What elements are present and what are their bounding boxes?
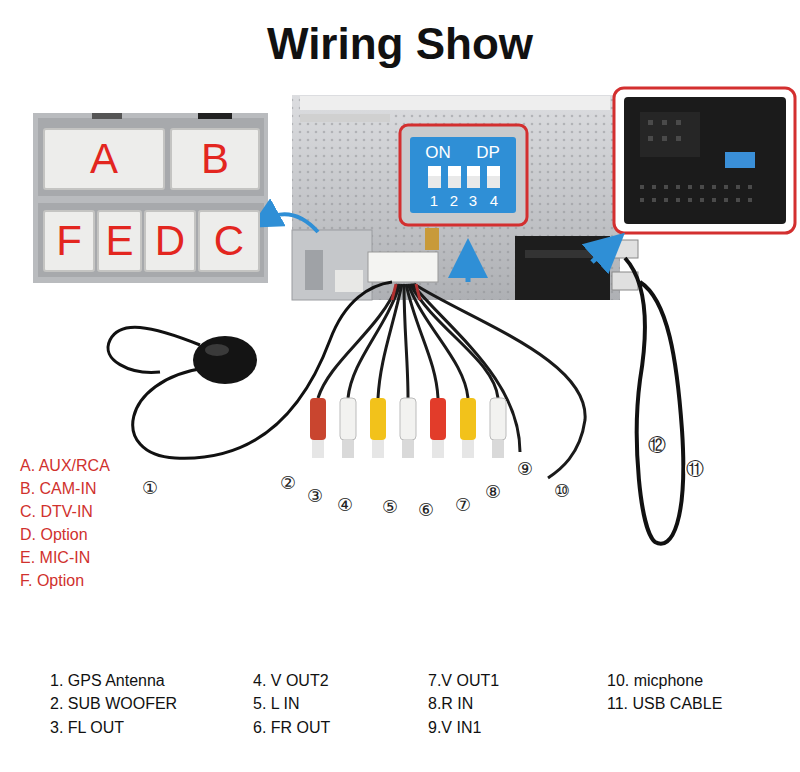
sticker-strip: [300, 96, 610, 110]
usb-cable: [625, 258, 683, 544]
pointer-arrow: [592, 246, 610, 262]
connector-letter: A: [90, 138, 118, 180]
usb-port: [612, 240, 638, 258]
gps-highlight: [205, 344, 229, 356]
dip-toggle: [428, 166, 441, 188]
legend-item: 4. V OUT2: [253, 671, 329, 690]
connector-letter: D: [155, 220, 185, 262]
key-item: C. DTV-IN: [20, 502, 93, 521]
connector-block: B: [170, 128, 260, 190]
sticker: [300, 114, 390, 122]
harness-plug: [368, 252, 438, 282]
pointer-arrow: [264, 214, 318, 232]
legend-item: 8.R IN: [428, 694, 473, 713]
switch-number: 2: [450, 192, 458, 210]
switch-number: 4: [490, 192, 498, 210]
legend-item: 7.V OUT1: [428, 671, 499, 690]
switch-text: ON: [425, 143, 451, 163]
connector-block: F: [43, 210, 95, 272]
latch: [92, 113, 122, 119]
dip-toggle: [467, 166, 480, 188]
legend-item: 6. FR OUT: [253, 718, 330, 737]
connector-block: E: [97, 210, 142, 272]
callout-number: ③: [306, 485, 324, 507]
switch-text: DP: [476, 143, 500, 163]
legend-item: 11. USB CABLE: [607, 694, 722, 713]
connector-letter: C: [214, 220, 244, 262]
dip-toggle: [448, 166, 461, 188]
connector-block: D: [144, 210, 196, 272]
connector-letter: E: [105, 220, 133, 262]
key-item: B. CAM-IN: [20, 479, 96, 498]
key-item: D. Option: [20, 525, 88, 544]
main-plug: [515, 236, 610, 300]
callout-number: ⑫: [647, 434, 667, 456]
callout-number: ⑦: [454, 494, 472, 516]
legend-item: 1. GPS Antenna: [50, 671, 165, 690]
antenna-jack: [425, 228, 439, 250]
connector-letter: B: [201, 138, 229, 180]
power-wire: [392, 284, 420, 300]
rca-plugs: [310, 398, 506, 458]
pointer-arrow: [466, 258, 471, 282]
legend-item: 5. L IN: [253, 694, 300, 713]
callout-number: ⑨: [516, 458, 534, 480]
callout-number: ⑥: [417, 499, 435, 521]
connector-row: [38, 203, 264, 277]
key-item: E. MIC-IN: [20, 548, 90, 567]
bracket-slot: [305, 250, 323, 290]
title: Wiring Show: [267, 20, 533, 68]
pin-field: [640, 112, 700, 157]
gps-antenna: [193, 336, 257, 384]
blue-clip: [725, 152, 755, 168]
main-plug-ridge: [525, 250, 600, 258]
callout-number: ⑩: [553, 480, 571, 502]
chassis-vents: [292, 95, 620, 300]
bracket: [292, 230, 372, 300]
inset-panel: [33, 113, 268, 283]
gps-cable: [133, 282, 392, 458]
callout-number: ⑪: [685, 458, 705, 480]
dip-highlight: [400, 125, 527, 225]
callout-number: ⑤: [381, 496, 399, 518]
switch-number: 1: [430, 192, 438, 210]
switch-number: 3: [469, 192, 477, 210]
dip-knob: [467, 176, 480, 188]
legend-item: 3. FL OUT: [50, 718, 124, 737]
dip-switch: [410, 137, 516, 213]
callout-number: ②: [279, 472, 297, 494]
gps-cable: [108, 327, 200, 372]
connector-highlight: [614, 88, 795, 233]
connector-block: A: [43, 128, 165, 190]
legend-item: 10. micphone: [607, 671, 703, 690]
latch: [198, 113, 232, 119]
connector-block: C: [198, 210, 260, 272]
legend-item: 2. SUB WOOFER: [50, 694, 177, 713]
chassis: [292, 95, 620, 300]
callout-number: ①: [141, 477, 159, 499]
callout-number: ④: [336, 494, 354, 516]
legend-item: 9.V IN1: [428, 718, 481, 737]
dip-knob: [448, 176, 461, 188]
dip-toggle: [487, 166, 500, 188]
dip-knob: [428, 176, 441, 188]
rca-wires: [318, 284, 585, 478]
connector-row: [38, 118, 264, 196]
key-item: F. Option: [20, 571, 84, 590]
quadlock-connector: [624, 97, 786, 224]
port: [335, 270, 363, 292]
dip-knob: [487, 176, 500, 188]
connector-letter: F: [56, 220, 82, 262]
callout-number: ⑧: [484, 481, 502, 503]
key-item: A. AUX/RCA: [20, 456, 110, 475]
